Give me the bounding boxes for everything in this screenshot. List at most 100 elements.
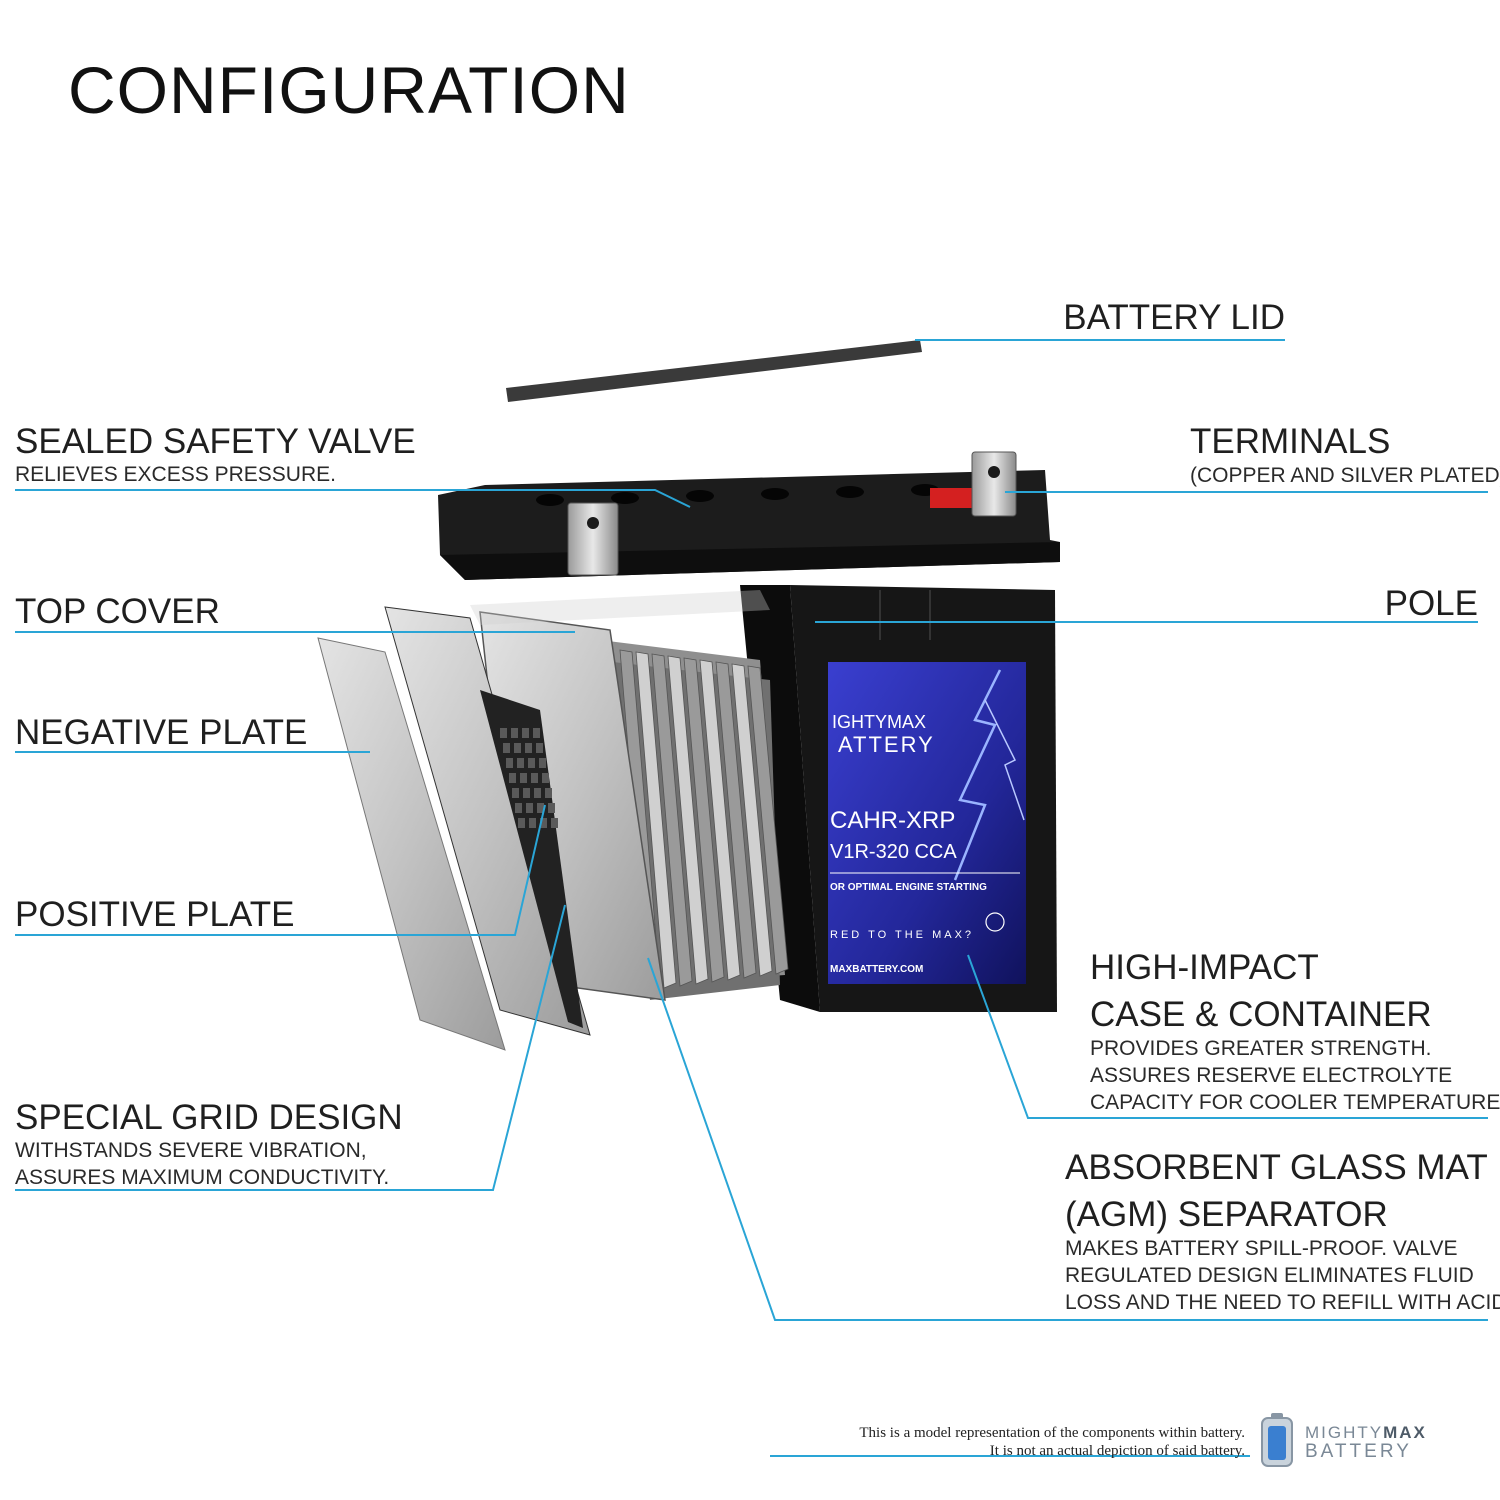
grid-plate	[384, 606, 591, 1036]
brand-logo: MIGHTYMAX BATTERY	[1305, 1424, 1427, 1462]
special-grid-group: SPECIAL GRID DESIGN WITHSTANDS SEVERE VI…	[15, 1100, 403, 1192]
terminals-label: TERMINALS	[1190, 422, 1391, 461]
grid-hole	[526, 803, 533, 813]
separator-fins	[619, 649, 789, 991]
separator-fin	[699, 659, 741, 981]
negative-plate-sheet	[317, 637, 506, 1051]
separator-fin	[731, 663, 773, 977]
leader-positive-plate	[15, 804, 546, 936]
leader-special-grid	[15, 904, 566, 1191]
high-impact-title-2: CASE & CONTAINER	[1090, 995, 1432, 1034]
separator-fin	[651, 653, 693, 987]
high-impact-desc-1: PROVIDES GREATER STRENGTH.	[1090, 1037, 1432, 1060]
grid-hole	[509, 773, 516, 783]
leader-agm	[647, 957, 1488, 1321]
positive-terminal	[930, 451, 1017, 517]
special-grid-label: SPECIAL GRID DESIGN	[15, 1098, 403, 1137]
vent-cap	[611, 492, 639, 504]
page-title: CONFIGURATION	[68, 53, 630, 127]
positive-plate-label: POSITIVE PLATE	[15, 895, 295, 934]
grid-hole	[515, 803, 522, 813]
grid-hole	[536, 743, 543, 753]
top-cover-label: TOP COVER	[15, 592, 220, 631]
negative-plate-group: NEGATIVE PLATE	[15, 715, 307, 750]
special-grid-desc-2: ASSURES MAXIMUM CONDUCTIVITY.	[15, 1165, 390, 1189]
high-impact-group: HIGH-IMPACT CASE & CONTAINER PROVIDES GR…	[1090, 950, 1500, 1117]
grid-hole	[534, 788, 541, 798]
label-tagline: OR OPTIMAL ENGINE STARTING	[830, 882, 987, 893]
grid-hole	[545, 788, 552, 798]
grid-hole	[511, 728, 518, 738]
battery-front-label: IGHTYMAX ATTERY CAHR-XRP V1R-320 CCA OR …	[828, 662, 1026, 984]
grid-hole	[551, 818, 558, 828]
special-grid-desc-1: WITHSTANDS SEVERE VIBRATION,	[15, 1139, 367, 1162]
leader-high-impact	[967, 954, 1488, 1119]
agm-desc-3: LOSS AND THE NEED TO REFILL WITH ACID.	[1065, 1290, 1500, 1314]
pole-group: POLE	[1385, 586, 1478, 621]
sealed-safety-valve-desc: RELIEVES EXCESS PRESSURE.	[15, 463, 336, 486]
disclaimer: This is a model representation of the co…	[859, 1424, 1245, 1460]
disclaimer-line-1: This is a model representation of the co…	[859, 1425, 1245, 1441]
agm-title-2: (AGM) SEPARATOR	[1065, 1195, 1388, 1234]
label-rating: V1R-320 CCA	[830, 841, 957, 863]
battery-logo-icon	[1261, 1413, 1293, 1467]
grid-hole	[537, 803, 544, 813]
separator-fin	[635, 651, 677, 989]
separator-fin	[747, 665, 789, 975]
grid-hole	[506, 758, 513, 768]
top-cover-vents	[536, 482, 1014, 506]
grid-hole	[520, 773, 527, 783]
high-impact-desc-3: CAPACITY FOR COOLER TEMPERATURES.	[1090, 1090, 1500, 1114]
vent-cap	[836, 486, 864, 498]
pole-label: POLE	[1384, 584, 1478, 623]
high-impact-desc-2: ASSURES RESERVE ELECTROLYTE	[1090, 1063, 1453, 1087]
vent-cap	[536, 494, 564, 506]
grid-hole	[539, 758, 546, 768]
grid-hole	[542, 773, 549, 783]
grid-hole	[512, 788, 519, 798]
negative-plate-label: NEGATIVE PLATE	[15, 713, 308, 752]
grid-hole	[533, 728, 540, 738]
grid-hole	[548, 803, 555, 813]
brand-logo-battery: BATTERY	[1305, 1440, 1412, 1462]
label-brand-line2: ATTERY	[838, 732, 935, 757]
separator-fin	[715, 661, 757, 979]
grid-hole	[531, 773, 538, 783]
agm-title-1: ABSORBENT GLASS MAT	[1065, 1148, 1488, 1187]
label-model: CAHR-XRP	[830, 807, 955, 834]
grid-holes	[500, 728, 558, 828]
grid-hole	[500, 728, 507, 738]
sealed-safety-valve-label: SEALED SAFETY VALVE	[15, 422, 416, 461]
grid-hole	[528, 758, 535, 768]
brand-logo-max: MAX	[1383, 1423, 1427, 1442]
leader-safety-valve	[15, 489, 691, 508]
agm-group: ABSORBENT GLASS MAT (AGM) SEPARATOR MAKE…	[1065, 1150, 1500, 1317]
grid-hole	[517, 758, 524, 768]
sealed-safety-valve-group: SEALED SAFETY VALVE RELIEVES EXCESS PRES…	[15, 424, 416, 489]
grid-hole	[518, 818, 525, 828]
top-cover-group: TOP COVER	[15, 594, 220, 629]
grid-hole	[514, 743, 521, 753]
brand-logo-mighty: MIGHTY	[1305, 1423, 1384, 1442]
grid-hole	[523, 788, 530, 798]
vent-cap	[686, 490, 714, 502]
negative-terminal	[567, 502, 619, 576]
separator-fin	[683, 657, 725, 983]
agm-desc-1: MAKES BATTERY SPILL-PROOF. VALVE	[1065, 1237, 1458, 1260]
separator-fin	[667, 655, 709, 985]
label-url: MAXBATTERY.COM	[830, 964, 923, 975]
terminals-group: TERMINALS (COPPER AND SILVER PLATED)	[1190, 424, 1500, 490]
label-slogan: RED TO THE MAX?	[830, 929, 974, 941]
battery-lid-strip	[506, 340, 922, 402]
label-brand-line1: IGHTYMAX	[832, 712, 926, 732]
grid-hole	[522, 728, 529, 738]
battery-lid-label-group: BATTERY LID	[1063, 300, 1285, 335]
disclaimer-line-2: It is not an actual depiction of said ba…	[989, 1443, 1245, 1459]
grid-hole	[540, 818, 547, 828]
high-impact-title-1: HIGH-IMPACT	[1090, 948, 1319, 987]
leader-lines	[15, 339, 1488, 1457]
grid-hole	[525, 743, 532, 753]
terminals-desc: (COPPER AND SILVER PLATED)	[1190, 464, 1500, 487]
vent-cap	[761, 488, 789, 500]
